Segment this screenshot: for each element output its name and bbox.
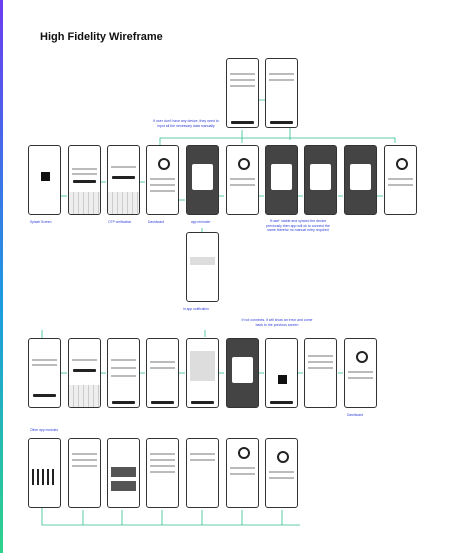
verification-screen[interactable]: [68, 338, 101, 408]
dashboard-state-screen[interactable]: [226, 145, 259, 215]
splash-screen: [28, 145, 61, 215]
sign-in-screen[interactable]: [68, 145, 101, 215]
in-app-notification-screen[interactable]: [186, 232, 219, 302]
note-no-device: If user don't have any device, they need…: [153, 119, 219, 128]
log-book-screen[interactable]: [68, 438, 101, 508]
dashboard-modules-screen[interactable]: [265, 438, 298, 508]
device-image-screen[interactable]: [186, 338, 219, 408]
caption-reminder: app reminder: [191, 220, 211, 224]
caption-dashboard-2: Dashboard: [347, 413, 364, 417]
caption-other-modules: Other app modules: [30, 428, 59, 432]
note-not-connects: If not connects, it will show an error a…: [241, 318, 313, 327]
device-connect-screen[interactable]: [265, 338, 298, 408]
settings-screen[interactable]: [146, 438, 179, 508]
sign-up-screen[interactable]: [28, 338, 61, 408]
add-dose-form-screen[interactable]: [265, 58, 298, 128]
add-dose-screen[interactable]: [226, 58, 259, 128]
note-stable-sync: If user' stable and synced the device pr…: [266, 219, 330, 233]
device-pairing-screen[interactable]: [226, 338, 259, 408]
caption-splash: Splash Screen: [30, 220, 52, 224]
profile-screen[interactable]: [226, 438, 259, 508]
reminders-setup-screen[interactable]: [304, 338, 337, 408]
caption-dashboard: Dashboard: [148, 220, 165, 224]
connect-modal-screen[interactable]: [304, 145, 337, 215]
dashboard-synced-screen[interactable]: [384, 145, 417, 215]
page-title: High Fidelity Wireframe: [40, 31, 163, 43]
reminder-modal-screen[interactable]: [186, 145, 219, 215]
activity-screen[interactable]: [107, 438, 140, 508]
brand-accent-bar: [0, 0, 3, 553]
dashboard-screen[interactable]: [146, 145, 179, 215]
diabetes-type-screen[interactable]: [146, 338, 179, 408]
profile-setup-screen[interactable]: [107, 338, 140, 408]
reports-screen[interactable]: [28, 438, 61, 508]
caption-notification: In app notification: [183, 307, 209, 311]
device-modal-screen[interactable]: [344, 145, 377, 215]
caption-otp: OTP verification: [108, 220, 132, 224]
sync-modal-screen[interactable]: [265, 145, 298, 215]
reminder-settings-screen[interactable]: [186, 438, 219, 508]
dashboard-final-screen[interactable]: [344, 338, 377, 408]
app-logo: [41, 172, 50, 181]
otp-screen[interactable]: [107, 145, 140, 215]
